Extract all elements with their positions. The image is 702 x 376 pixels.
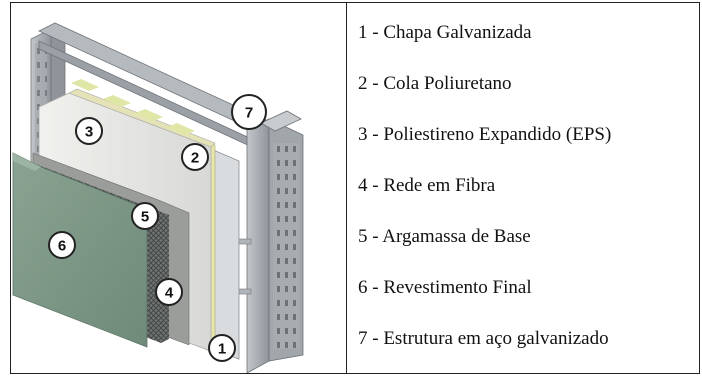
callout-7: 7 xyxy=(231,94,267,130)
callout-5: 5 xyxy=(131,202,159,230)
callout-4: 4 xyxy=(155,278,183,306)
callout-2-label: 2 xyxy=(191,150,199,167)
legend-item-6: 6 - Revestimento Final xyxy=(358,277,532,298)
legend: 1 - Chapa Galvanizada 2 - Cola Poliureta… xyxy=(352,0,702,376)
legend-item-1: 1 - Chapa Galvanizada xyxy=(358,22,532,43)
right-steel-post xyxy=(246,110,304,373)
callout-1: 1 xyxy=(208,334,236,362)
callout-3: 3 xyxy=(75,117,103,145)
callout-6: 6 xyxy=(48,231,76,259)
callout-5-label: 5 xyxy=(141,209,149,226)
wall-system-illustration: 3 2 7 5 6 4 1 xyxy=(12,22,304,373)
legend-item-5: 5 - Argamassa de Base xyxy=(358,226,531,247)
legend-item-7: 7 - Estrutura em aço galvanizado xyxy=(358,328,609,349)
callout-2: 2 xyxy=(181,143,209,171)
legend-item-4: 4 - Rede em Fibra xyxy=(358,175,496,196)
callout-1-label: 1 xyxy=(218,341,226,358)
callout-7-label: 7 xyxy=(245,105,253,122)
column-divider xyxy=(346,2,347,374)
callout-4-label: 4 xyxy=(165,285,174,302)
legend-item-2: 2 - Cola Poliuretano xyxy=(358,73,512,94)
callout-6-label: 6 xyxy=(58,238,66,255)
figure-frame xyxy=(10,2,700,374)
callout-3-label: 3 xyxy=(85,124,93,141)
legend-item-3: 3 - Poliestireno Expandido (EPS) xyxy=(358,124,612,145)
